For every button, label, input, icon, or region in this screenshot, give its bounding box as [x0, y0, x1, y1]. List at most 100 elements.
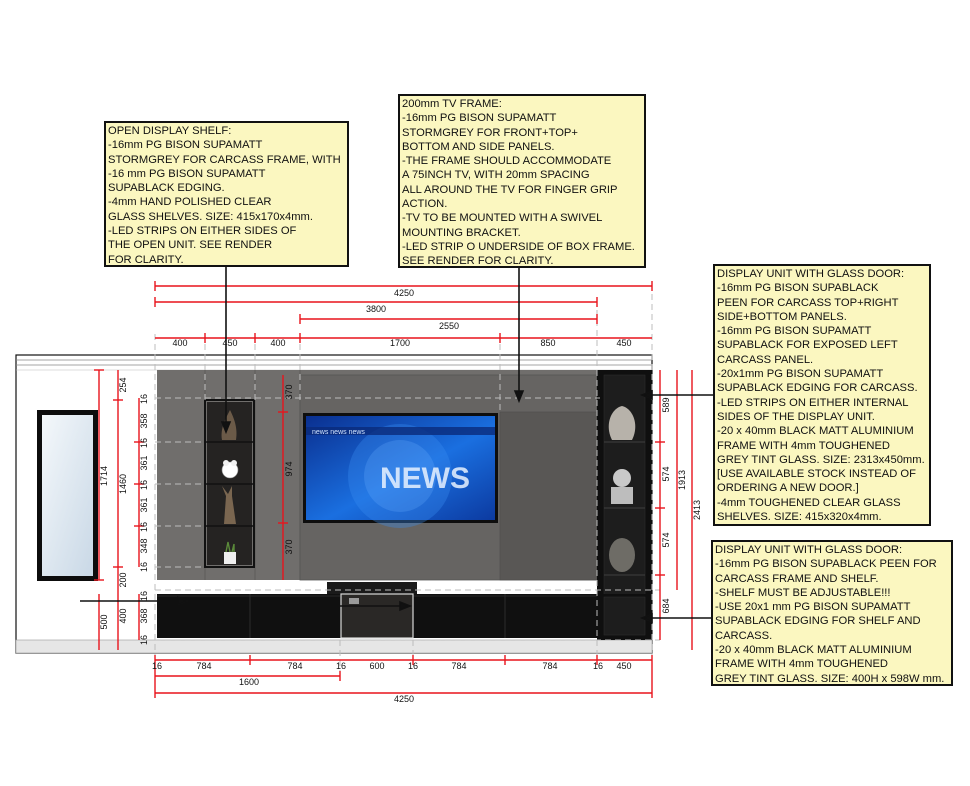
tv-screen: news news news NEWS: [303, 413, 498, 528]
note-line: CARCASS PANEL.: [717, 353, 814, 366]
note-line: GREY TINT GLASS. SIZE: 2313x450mm.: [717, 453, 925, 466]
dim-right-display: 574: [661, 532, 671, 547]
dim-shelf: 358: [139, 413, 149, 428]
dim-left-base-inner: 400: [118, 608, 128, 623]
note-line: FRAME WITH 4mm TOUGHENED: [717, 439, 890, 452]
dim-bottom-seg: 16: [593, 661, 603, 671]
dim-top-seg: 450: [616, 338, 631, 348]
dim-top-mid: 3800: [366, 304, 386, 314]
dim-right-display: 589: [661, 397, 671, 412]
dimension-lines-top: [154, 281, 653, 343]
dim-base: 16: [139, 635, 149, 645]
note-line: -16mm PG BISON SUPABLACK: [717, 282, 879, 295]
note-line: -4mm HAND POLISHED CLEAR: [108, 196, 272, 209]
note-line: SUPABLACK FOR EXPOSED LEFT: [717, 339, 898, 352]
note-open-display-shelf: OPEN DISPLAY SHELF: -16mm PG BISON SUPAM…: [104, 121, 349, 267]
open-display-shelf: [204, 399, 255, 568]
note-line: -16mm PG BISON SUPAMATT: [402, 112, 557, 125]
dim-right-lower: 684: [661, 598, 671, 613]
note-line: -SHELF MUST BE ADJUSTABLE!!!: [715, 586, 891, 599]
dim-shelf: 16: [139, 562, 149, 572]
ornament-plant: [224, 552, 236, 564]
dimension-lines-left: [94, 369, 144, 650]
dim-top-overall: 4250: [394, 288, 414, 298]
dim-bottom-seg: 784: [196, 661, 211, 671]
note-line: -LED STRIPS ON EITHER INTERNAL: [717, 396, 909, 409]
note-line: A 75INCH TV, WITH 20mm SPACING: [402, 169, 590, 182]
note-tv-frame: 200mm TV FRAME: -16mm PG BISON SUPAMATT …: [398, 94, 646, 268]
dim-top-seg: 450: [222, 338, 237, 348]
ornament-vase: [608, 406, 636, 440]
note-line: -16mm PG BISON SUPAMATT: [108, 139, 263, 152]
dim-shelf: 16: [139, 394, 149, 404]
note-line: ALL AROUND THE TV FOR FINGER GRIP: [402, 183, 618, 196]
note-line: SIDE+BOTTOM PANELS.: [717, 310, 847, 323]
note-display-unit-tall: DISPLAY UNIT WITH GLASS DOOR: -16mm PG B…: [713, 264, 931, 526]
dim-bottom-seg: 16: [336, 661, 346, 671]
ornament-jar: [609, 538, 635, 572]
dim-tv-frame: 370: [284, 539, 294, 554]
note-line: OPEN DISPLAY SHELF:: [108, 125, 232, 137]
note-line: -16mm PG BISON SUPAMATT: [717, 325, 872, 338]
dim-top-tv: 2550: [439, 321, 459, 331]
note-line: DISPLAY UNIT WITH GLASS DOOR:: [717, 268, 905, 280]
note-line: -TV TO BE MOUNTED WITH A SWIVEL: [402, 212, 603, 225]
note-line: CARCASS.: [715, 629, 773, 642]
note-line: SUPABLACK EDGING FOR SHELF AND: [715, 615, 921, 628]
note-display-unit-base: DISPLAY UNIT WITH GLASS DOOR: -16mm PG B…: [711, 540, 953, 686]
note-line: ORDERING A NEW DOOR.]: [717, 482, 859, 495]
note-line: GLASS SHELVES. SIZE: 415x170x4mm.: [108, 210, 313, 223]
base-cabinet: [157, 582, 652, 639]
note-line: -16mm PG BISON SUPABLACK PEEN FOR: [715, 558, 937, 571]
dim-bottom-seg: 16: [408, 661, 418, 671]
dim-bottom-seg: 784: [451, 661, 466, 671]
dim-base: 16: [139, 591, 149, 601]
dim-left-gap: 200: [118, 572, 128, 587]
dimension-lines-right: [278, 370, 693, 650]
dim-left-inner: 1460: [118, 474, 128, 494]
dim-bottom-seg: 600: [369, 661, 384, 671]
dim-bottom-overall: 4250: [394, 694, 414, 704]
dim-shelf: 16: [139, 480, 149, 490]
note-line: MOUNTING BRACKET.: [402, 226, 521, 239]
note-line: GREY TINT GLASS. SIZE: 400H x 598W mm.: [715, 672, 945, 685]
note-line: SIDES OF THE DISPLAY UNIT.: [717, 410, 875, 423]
note-line: FOR CLARITY.: [108, 253, 184, 266]
dim-right-display: 574: [661, 466, 671, 481]
dim-bottom-seg: 784: [542, 661, 557, 671]
dim-base: 368: [139, 608, 149, 623]
guide-lines: [154, 284, 660, 676]
note-line: -THE FRAME SHOULD ACCOMMODATE: [402, 155, 612, 168]
dim-left-top: 254: [118, 377, 128, 392]
dim-top-seg: 400: [270, 338, 285, 348]
note-line: -20 x 40mm BLACK MATT ALUMINIUM: [715, 644, 912, 657]
note-line: -20 x 40mm BLACK MATT ALUMINIUM: [717, 425, 914, 438]
tv-headline-text: NEWS: [380, 462, 470, 495]
dim-tv-frame: 370: [284, 384, 294, 399]
dim-bottom-seg: 450: [616, 661, 631, 671]
note-line: SUPABLACK EDGING FOR CARCASS.: [717, 382, 918, 395]
dim-left-base-total: 500: [99, 614, 109, 629]
note-line: SEE RENDER FOR CLARITY.: [402, 255, 554, 268]
dim-top-seg: 400: [172, 338, 187, 348]
note-line: DISPLAY UNIT WITH GLASS DOOR:: [715, 544, 903, 556]
note-line: STORMGREY FOR CARCASS FRAME, WITH: [108, 153, 341, 166]
dim-shelf: 16: [139, 522, 149, 532]
note-line: CARCASS FRAME AND SHELF.: [715, 572, 879, 585]
leader-lines: [80, 267, 713, 624]
dimension-lines-bottom: [154, 655, 653, 698]
note-line: STORMGREY FOR FRONT+TOP+: [402, 126, 578, 139]
ornament-rabbit: [222, 486, 236, 524]
dim-right-mid-total: 1913: [677, 470, 687, 490]
dim-tv-frame: 974: [284, 461, 294, 476]
dim-top-seg: 1700: [390, 338, 410, 348]
note-line: -20x1mm PG BISON SUPAMATT: [717, 368, 884, 381]
note-line: 200mm TV FRAME:: [402, 98, 502, 110]
dim-top-seg: 850: [540, 338, 555, 348]
note-line: [USE AVAILABLE STOCK INSTEAD OF: [717, 468, 916, 481]
wall-mirror: [37, 410, 98, 581]
note-line: -4mm TOUGHENED CLEAR GLASS: [717, 496, 901, 509]
note-line: -LED STRIP O UNDERSIDE OF BOX FRAME.: [402, 240, 635, 253]
dim-shelf: 16: [139, 438, 149, 448]
